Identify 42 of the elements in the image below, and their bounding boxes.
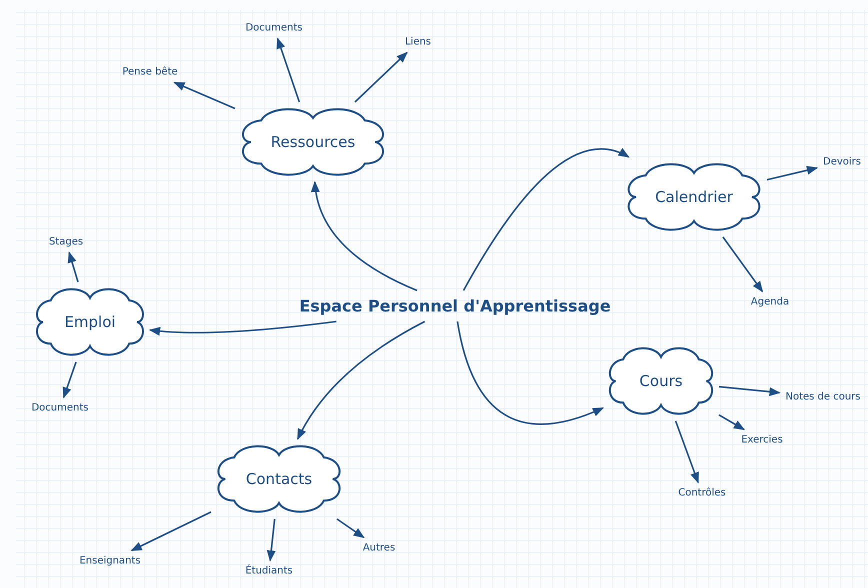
topic-label: Agenda [748,296,792,308]
arrow [354,52,408,103]
topic-label: Autres [360,542,398,554]
arrow [266,518,276,562]
arrow [148,320,336,336]
arrow [462,148,630,291]
arrow [311,180,418,292]
topic-label: Enseignants [77,554,143,568]
topic-label: Contrôles [676,486,728,500]
arrow [674,420,699,484]
node-label: Ressources [270,133,356,151]
central-topic: Espace Personnel d'Apprentissage [295,294,615,318]
arrow [62,362,77,399]
topic-label: Devoirs [821,156,863,168]
cloud-shape [215,443,343,515]
node-label: Emploi [64,313,116,331]
arrow [722,236,764,292]
topic-label: Exercies [739,434,785,446]
arrow [130,511,212,552]
topic-label: Liens [402,36,434,48]
topic-label: Documents [29,402,91,414]
topic-label: Étudiants [243,564,295,578]
arrow [68,251,79,282]
arrow [297,320,426,440]
topic-label: Notes de cours [784,390,862,404]
cloud-shape [34,286,146,358]
arrow [718,414,745,430]
arrow [173,82,236,110]
topic-label: Stages [46,236,86,248]
cloud-shape [239,106,387,178]
node-label: Calendrier [655,188,733,206]
cloud-shape [625,161,763,233]
cloud-shape [607,345,715,417]
arrow [276,37,300,102]
arrow [766,166,818,181]
topic-label: Documents [243,22,305,34]
arrow [718,386,781,396]
topic-label: Pense bête [120,66,180,78]
node-label: Cours [639,372,683,390]
arrow [336,518,365,538]
arrow [456,321,604,425]
node-label: Contacts [246,470,312,488]
